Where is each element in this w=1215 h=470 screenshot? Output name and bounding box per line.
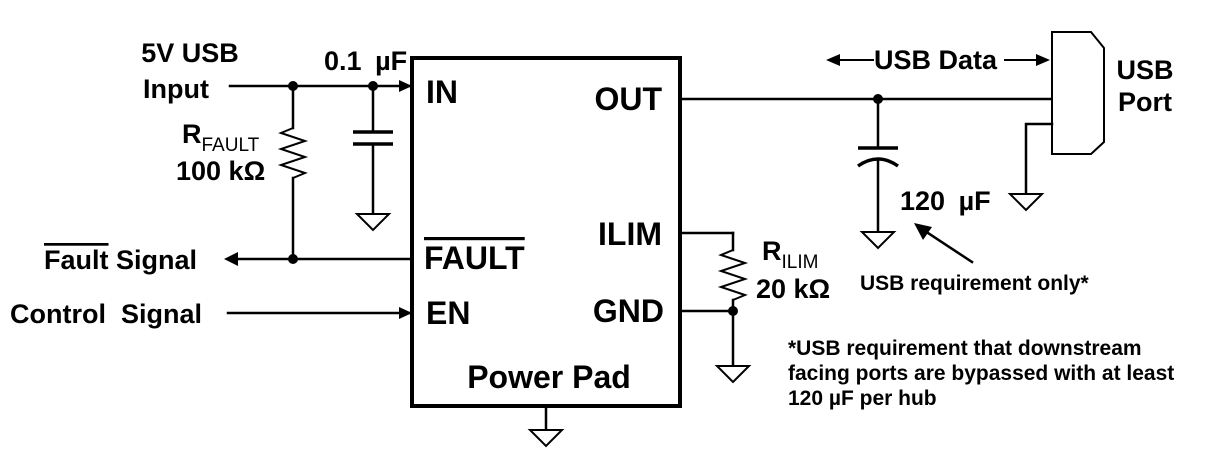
fault-signal-name: Fault [44, 245, 109, 275]
control-signal-label: Control Signal [10, 299, 202, 329]
output-capacitor-symbol [856, 97, 900, 250]
usb-port-label-line2: Port [1118, 87, 1172, 117]
fault-resistor-letter: R [182, 119, 202, 149]
ilim-resistor-symbol [678, 231, 752, 384]
pin-gnd-label: GND [593, 293, 664, 329]
power-switch-ic [410, 56, 682, 408]
output-capacitor-unit: µF [959, 186, 991, 216]
control-signal-arrow-head [399, 307, 412, 319]
ilim-resistor-value: 20 kΩ [756, 274, 830, 304]
fault-resistor-symbol [277, 84, 309, 261]
input-capacitor-symbol [353, 84, 393, 232]
power-pad-label: Power Pad [467, 359, 631, 395]
fault-resistor-subscript: FAULT [202, 135, 260, 156]
ilim-resistor-name: RILIM [762, 236, 818, 273]
usb-requirement-callout-label: USB requirement only* [860, 272, 1090, 295]
pin-ilim-label: ILIM [598, 216, 662, 252]
usb-requirement-callout-arrow-head [914, 223, 932, 240]
usb-requirement-callout-line [926, 231, 974, 264]
usb-port-label-line1: USB [1116, 55, 1173, 85]
fault-resistor-name: RFAULT [182, 119, 260, 156]
fault-signal-arrow-head [224, 252, 238, 266]
input-label-line2: Input [143, 74, 209, 104]
input-capacitor-value: 0.1 µF [324, 46, 407, 76]
footnote-line3: 120 µF per hub [788, 387, 937, 410]
input-capacitor-number: 0.1 [324, 46, 362, 76]
pin-fault-label: FAULT [424, 240, 525, 276]
pin-out-label: OUT [594, 81, 662, 117]
input-arrow-head [399, 80, 412, 92]
ilim-resistor-letter: R [762, 236, 782, 266]
junction-dot [728, 306, 738, 316]
power-pad-ground-symbol [527, 404, 565, 448]
junction-dot [288, 254, 298, 264]
input-capacitor-unit: µF [375, 46, 407, 76]
fault-signal-label: Fault Signal [44, 245, 197, 275]
fault-resistor-value: 100 kΩ [176, 156, 265, 186]
ilim-resistor-subscript: ILIM [782, 252, 819, 273]
usb-data-arrow-right [1004, 54, 1050, 66]
pin-en-label: EN [426, 295, 470, 331]
usb-port-connector [1051, 31, 1105, 155]
output-capacitor-value: 120 µF [900, 186, 991, 216]
pin-in-label: IN [426, 74, 458, 110]
usb-port-ground-symbol [1007, 122, 1054, 212]
input-label-line1: 5V USB [141, 38, 239, 68]
footnote-line1: *USB requirement that downstream [788, 337, 1142, 360]
fault-signal-suffix: Signal [109, 245, 198, 275]
footnote-line2: facing ports are bypassed with at least [788, 362, 1174, 385]
usb-data-label: USB Data [874, 45, 998, 75]
output-capacitor-number: 120 [900, 186, 945, 216]
usb-data-arrow-left [826, 54, 874, 66]
